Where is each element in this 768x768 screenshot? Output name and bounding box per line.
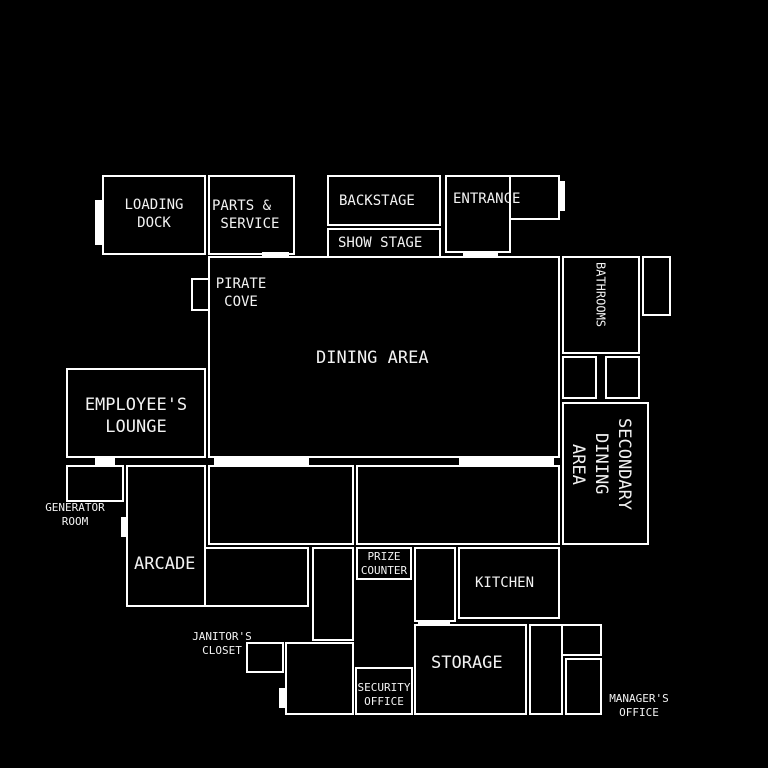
label-secondary-dining-area: SECONDARY DINING AREA [567, 418, 634, 511]
label-pirate-cove: PIRATE COVE [215, 276, 267, 311]
label-loading-dock: LOADING DOCK [124, 197, 184, 232]
door-generator[interactable] [121, 517, 127, 537]
room-security-office[interactable] [355, 667, 413, 715]
room-storage-side[interactable] [529, 624, 563, 715]
door-entrance-dining[interactable] [463, 251, 498, 256]
door-loading-dock[interactable] [95, 200, 103, 245]
room-west-hall[interactable] [208, 465, 354, 545]
room-backstage[interactable] [327, 175, 441, 226]
label-entrance: ENTRANCE [453, 191, 521, 207]
room-manager-upper[interactable] [561, 624, 602, 656]
label-employees-lounge: EMPLOYEE'S LOUNGE [84, 395, 188, 438]
room-loading-dock[interactable] [102, 175, 206, 255]
label-generator-room: GENERATOR ROOM [45, 501, 105, 529]
label-backstage: BACKSTAGE [339, 193, 415, 209]
room-kitchen[interactable] [458, 547, 560, 619]
label-prize-counter: PRIZE COUNTER [360, 550, 408, 578]
room-prize-counter[interactable] [356, 547, 412, 580]
room-dining-area[interactable] [208, 256, 560, 458]
label-security-office: SECURITY OFFICE [357, 681, 411, 709]
label-show-stage: SHOW STAGE [338, 235, 423, 251]
label-arcade: ARCADE [134, 554, 196, 574]
room-storage[interactable] [414, 624, 527, 715]
door-dining-east-hall[interactable] [459, 457, 554, 465]
room-parts-service[interactable] [208, 175, 295, 255]
door-storage[interactable] [418, 620, 450, 625]
room-bathrooms[interactable] [562, 256, 640, 354]
room-managers-office[interactable] [565, 658, 602, 715]
room-pirate-cove[interactable] [191, 278, 210, 311]
door-southwest[interactable] [279, 688, 285, 708]
room-kitchen-side[interactable] [414, 547, 456, 622]
room-bathroom-side[interactable] [642, 256, 671, 316]
label-kitchen: KITCHEN [475, 575, 535, 591]
room-arcade-annex[interactable] [204, 547, 309, 607]
room-corridor[interactable] [312, 547, 354, 641]
label-storage: STORAGE [431, 653, 503, 673]
room-entrance[interactable] [445, 175, 511, 253]
door-parts-service[interactable] [262, 252, 289, 257]
door-lounge[interactable] [95, 457, 115, 465]
room-generator-room[interactable] [66, 465, 124, 502]
room-east-hall[interactable] [356, 465, 560, 545]
label-dining-area: DINING AREA [316, 348, 429, 368]
label-janitors-closet: JANITOR'S CLOSET [192, 630, 252, 658]
room-employees-lounge[interactable] [66, 368, 206, 458]
door-entrance[interactable] [559, 181, 565, 211]
room-arcade[interactable] [126, 465, 206, 607]
label-bathrooms: BATHROOMS [593, 262, 608, 328]
room-janitors-closet[interactable] [246, 642, 284, 673]
room-restroom-stall-right[interactable] [605, 356, 640, 399]
room-restroom-stall-left[interactable] [562, 356, 597, 399]
room-secondary-dining-area[interactable] [562, 402, 649, 545]
room-southwest[interactable] [285, 642, 354, 715]
label-parts-service: PARTS & SERVICE [212, 198, 280, 233]
door-dining-west-hall[interactable] [214, 457, 309, 465]
label-managers-office: MANAGER'S OFFICE [609, 692, 669, 720]
